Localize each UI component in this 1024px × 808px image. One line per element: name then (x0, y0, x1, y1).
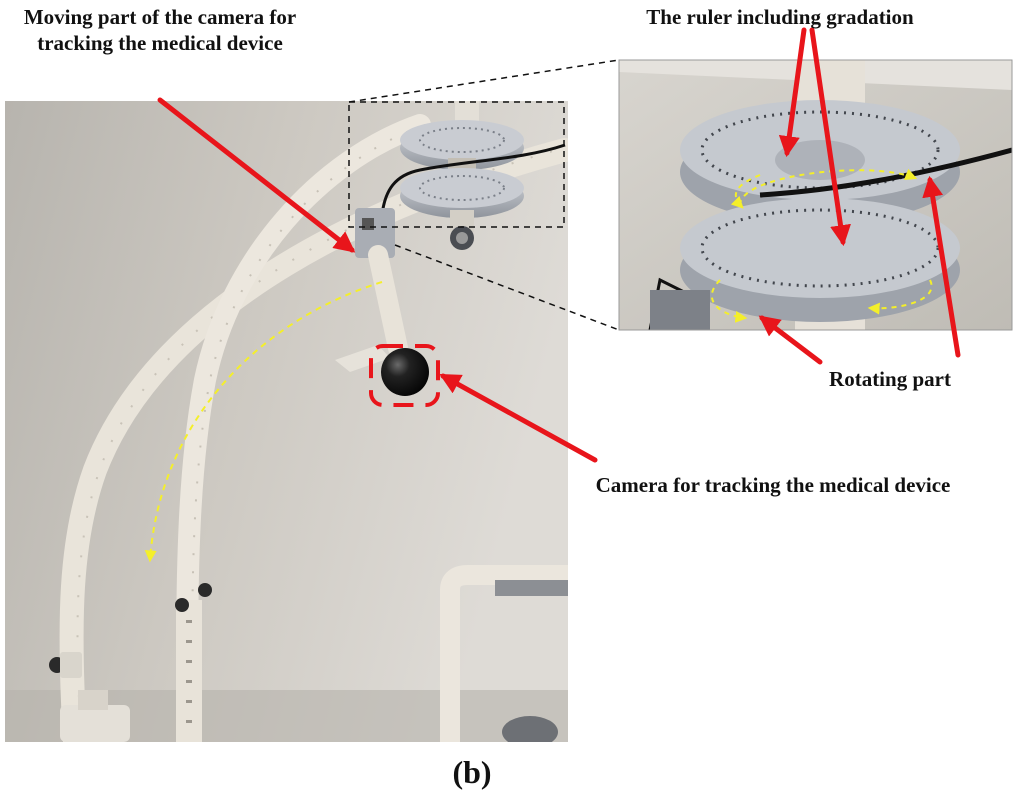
figure-label: (b) (452, 754, 492, 790)
callout-line-bottom (394, 244, 620, 331)
callout-line-top (348, 59, 620, 103)
detail-photo (619, 60, 1012, 330)
arrow-rotating-left (758, 315, 823, 365)
rotating-part-label: Rotating part (829, 367, 951, 391)
arrow-ruler-lower (809, 27, 851, 247)
arrow-rotating-right (922, 175, 961, 358)
lower-ruler-disk (400, 168, 524, 218)
arrow-moving-part (157, 97, 356, 253)
moving-part-label: Moving part of the camera for tracking t… (23, 5, 297, 55)
main-photo (5, 101, 568, 742)
camera-label: Camera for tracking the medical device (595, 473, 951, 497)
camera-dome (381, 348, 429, 396)
camera-highlight-box (369, 344, 440, 407)
swing-direction-arrow (144, 281, 383, 563)
base-bracket (60, 705, 130, 742)
arrow-camera (439, 373, 598, 463)
detail-callout-box (348, 101, 565, 228)
inner-arc-arm (176, 114, 431, 742)
clamp-knob (175, 598, 189, 612)
ruler-label: The ruler including gradation (646, 5, 914, 29)
arrow-ruler-upper (778, 27, 807, 158)
